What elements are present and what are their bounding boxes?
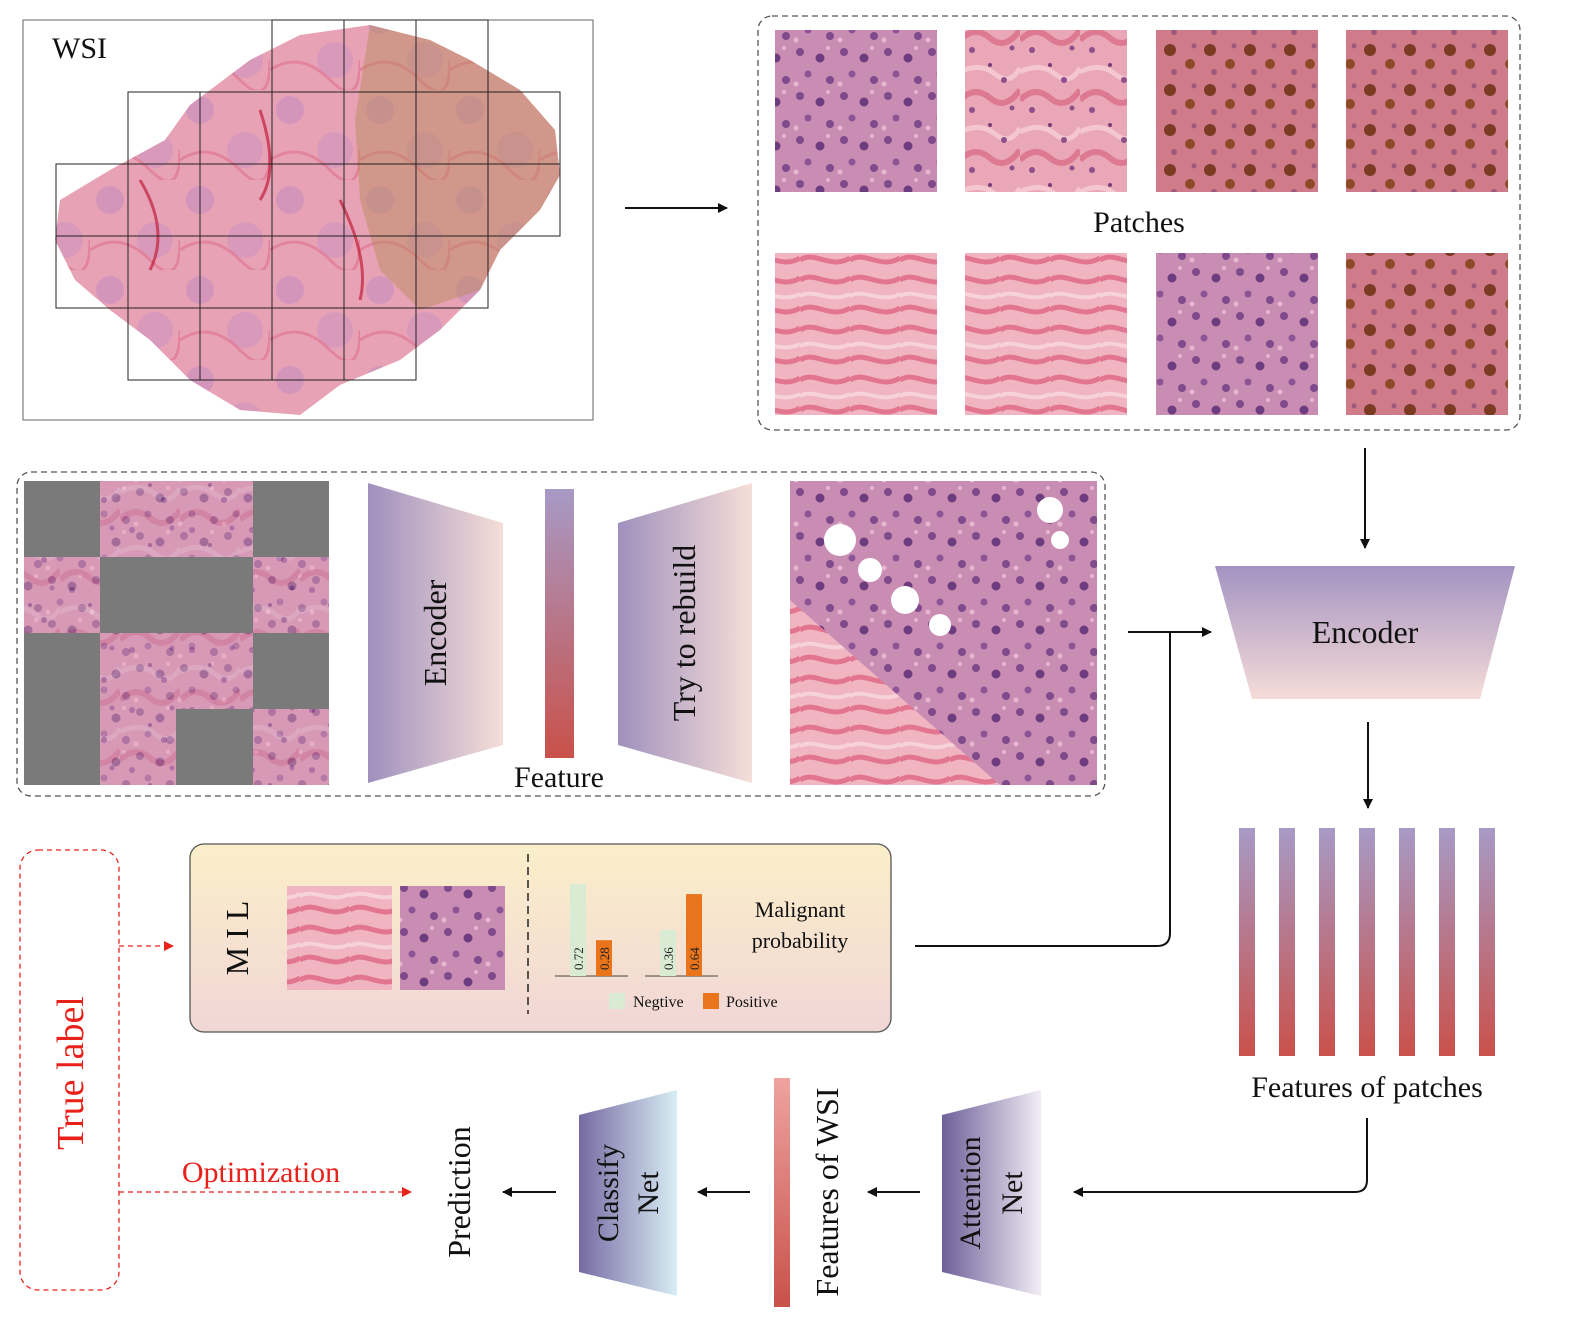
patch-feature-bar xyxy=(1439,828,1455,1056)
patch-image xyxy=(775,30,937,192)
wsi-panel: WSI xyxy=(22,19,594,421)
legend-negative-swatch xyxy=(609,993,625,1009)
main-encoder-label: Encoder xyxy=(1312,614,1419,650)
patch-image xyxy=(965,30,1127,192)
patch-image xyxy=(775,253,937,415)
classify-net-shape xyxy=(579,1090,677,1296)
wsi-tissue xyxy=(55,25,560,415)
mae-feature-label: Feature xyxy=(514,761,604,794)
patch-image xyxy=(1156,30,1318,192)
patch-image xyxy=(1346,30,1508,192)
patches-panel: Patches xyxy=(757,15,1521,431)
mil-bars: 0.72 0.28 0.36 0.64 xyxy=(570,883,702,976)
mil-bar-negative xyxy=(570,883,586,976)
wsi-dark-region xyxy=(355,25,560,310)
prob-label-line2: probability xyxy=(752,928,849,953)
prob-label-line1: Malignant xyxy=(755,897,845,922)
wsi-label: WSI xyxy=(52,32,107,65)
patch-image xyxy=(965,253,1127,415)
decoder-shape xyxy=(618,483,752,783)
mil-bar-value-label: 0.36 xyxy=(661,947,676,970)
patches-label: Patches xyxy=(1093,206,1185,239)
rebuild-label: Try to rebuild xyxy=(666,545,702,722)
wsi-grid xyxy=(55,19,561,381)
mil-patch-image xyxy=(287,886,392,990)
attention-net-line1: Attention xyxy=(954,1136,987,1249)
masked-patch xyxy=(24,481,329,785)
mil-bar-positive xyxy=(596,940,612,976)
legend-negative-label: Negtive xyxy=(633,994,684,1011)
main-encoder-shape xyxy=(1215,566,1515,699)
legend-positive-label: Positive xyxy=(726,994,778,1011)
mil-bar-positive xyxy=(686,894,702,976)
true-label-text: True label xyxy=(50,996,92,1150)
mae-feature-bar xyxy=(545,489,574,758)
patch-image xyxy=(1156,253,1318,415)
true-label-frame xyxy=(19,849,120,1291)
wsi-feature-bar xyxy=(774,1078,790,1307)
mil-bar-value-label: 0.28 xyxy=(597,947,612,970)
legend-positive-swatch xyxy=(703,993,719,1009)
patch-feature-bar xyxy=(1359,828,1375,1056)
mae-encoder-label: Encoder xyxy=(417,579,453,686)
patch-feature-bar xyxy=(1399,828,1415,1056)
patches-frame xyxy=(757,15,1521,431)
mae-encoder-shape xyxy=(368,483,503,783)
attention-net-shape xyxy=(942,1090,1041,1296)
connector-mil-to-encoder xyxy=(915,632,1171,947)
mae-panel: Encoder Feature Try to rebuild xyxy=(16,471,1106,797)
mil-bar-negative xyxy=(660,929,676,976)
reconstructed-patch xyxy=(790,481,1097,785)
mil-label: M I L xyxy=(219,901,255,976)
mil-patch-image xyxy=(400,886,505,990)
classify-net-line1: Classify xyxy=(592,1144,625,1242)
patch-feature-bar xyxy=(1239,828,1255,1056)
attention-net-line2: Net xyxy=(996,1171,1029,1215)
mil-panel: M I L 0.72 0.28 0.36 0.64 Malignant probabi… xyxy=(189,843,892,1033)
patch-feature-bar xyxy=(1279,828,1295,1056)
optimization-label: Optimization xyxy=(182,1156,340,1189)
features-patches-label: Features of patches xyxy=(1251,1071,1483,1104)
prediction-label: Prediction xyxy=(441,1126,477,1258)
classify-net-line2: Net xyxy=(632,1171,665,1215)
arrow-features-to-attention xyxy=(1073,1118,1368,1197)
patch-image xyxy=(1346,253,1508,415)
patch-feature-bar xyxy=(1319,828,1335,1056)
patch-feature-bars xyxy=(1239,828,1495,1056)
mil-bar-value-label: 0.72 xyxy=(571,947,586,970)
mil-bar-value-label: 0.64 xyxy=(687,947,702,970)
features-wsi-label: Features of WSI xyxy=(809,1087,845,1296)
wsi-vessels xyxy=(138,109,364,301)
patch-feature-bar xyxy=(1479,828,1495,1056)
